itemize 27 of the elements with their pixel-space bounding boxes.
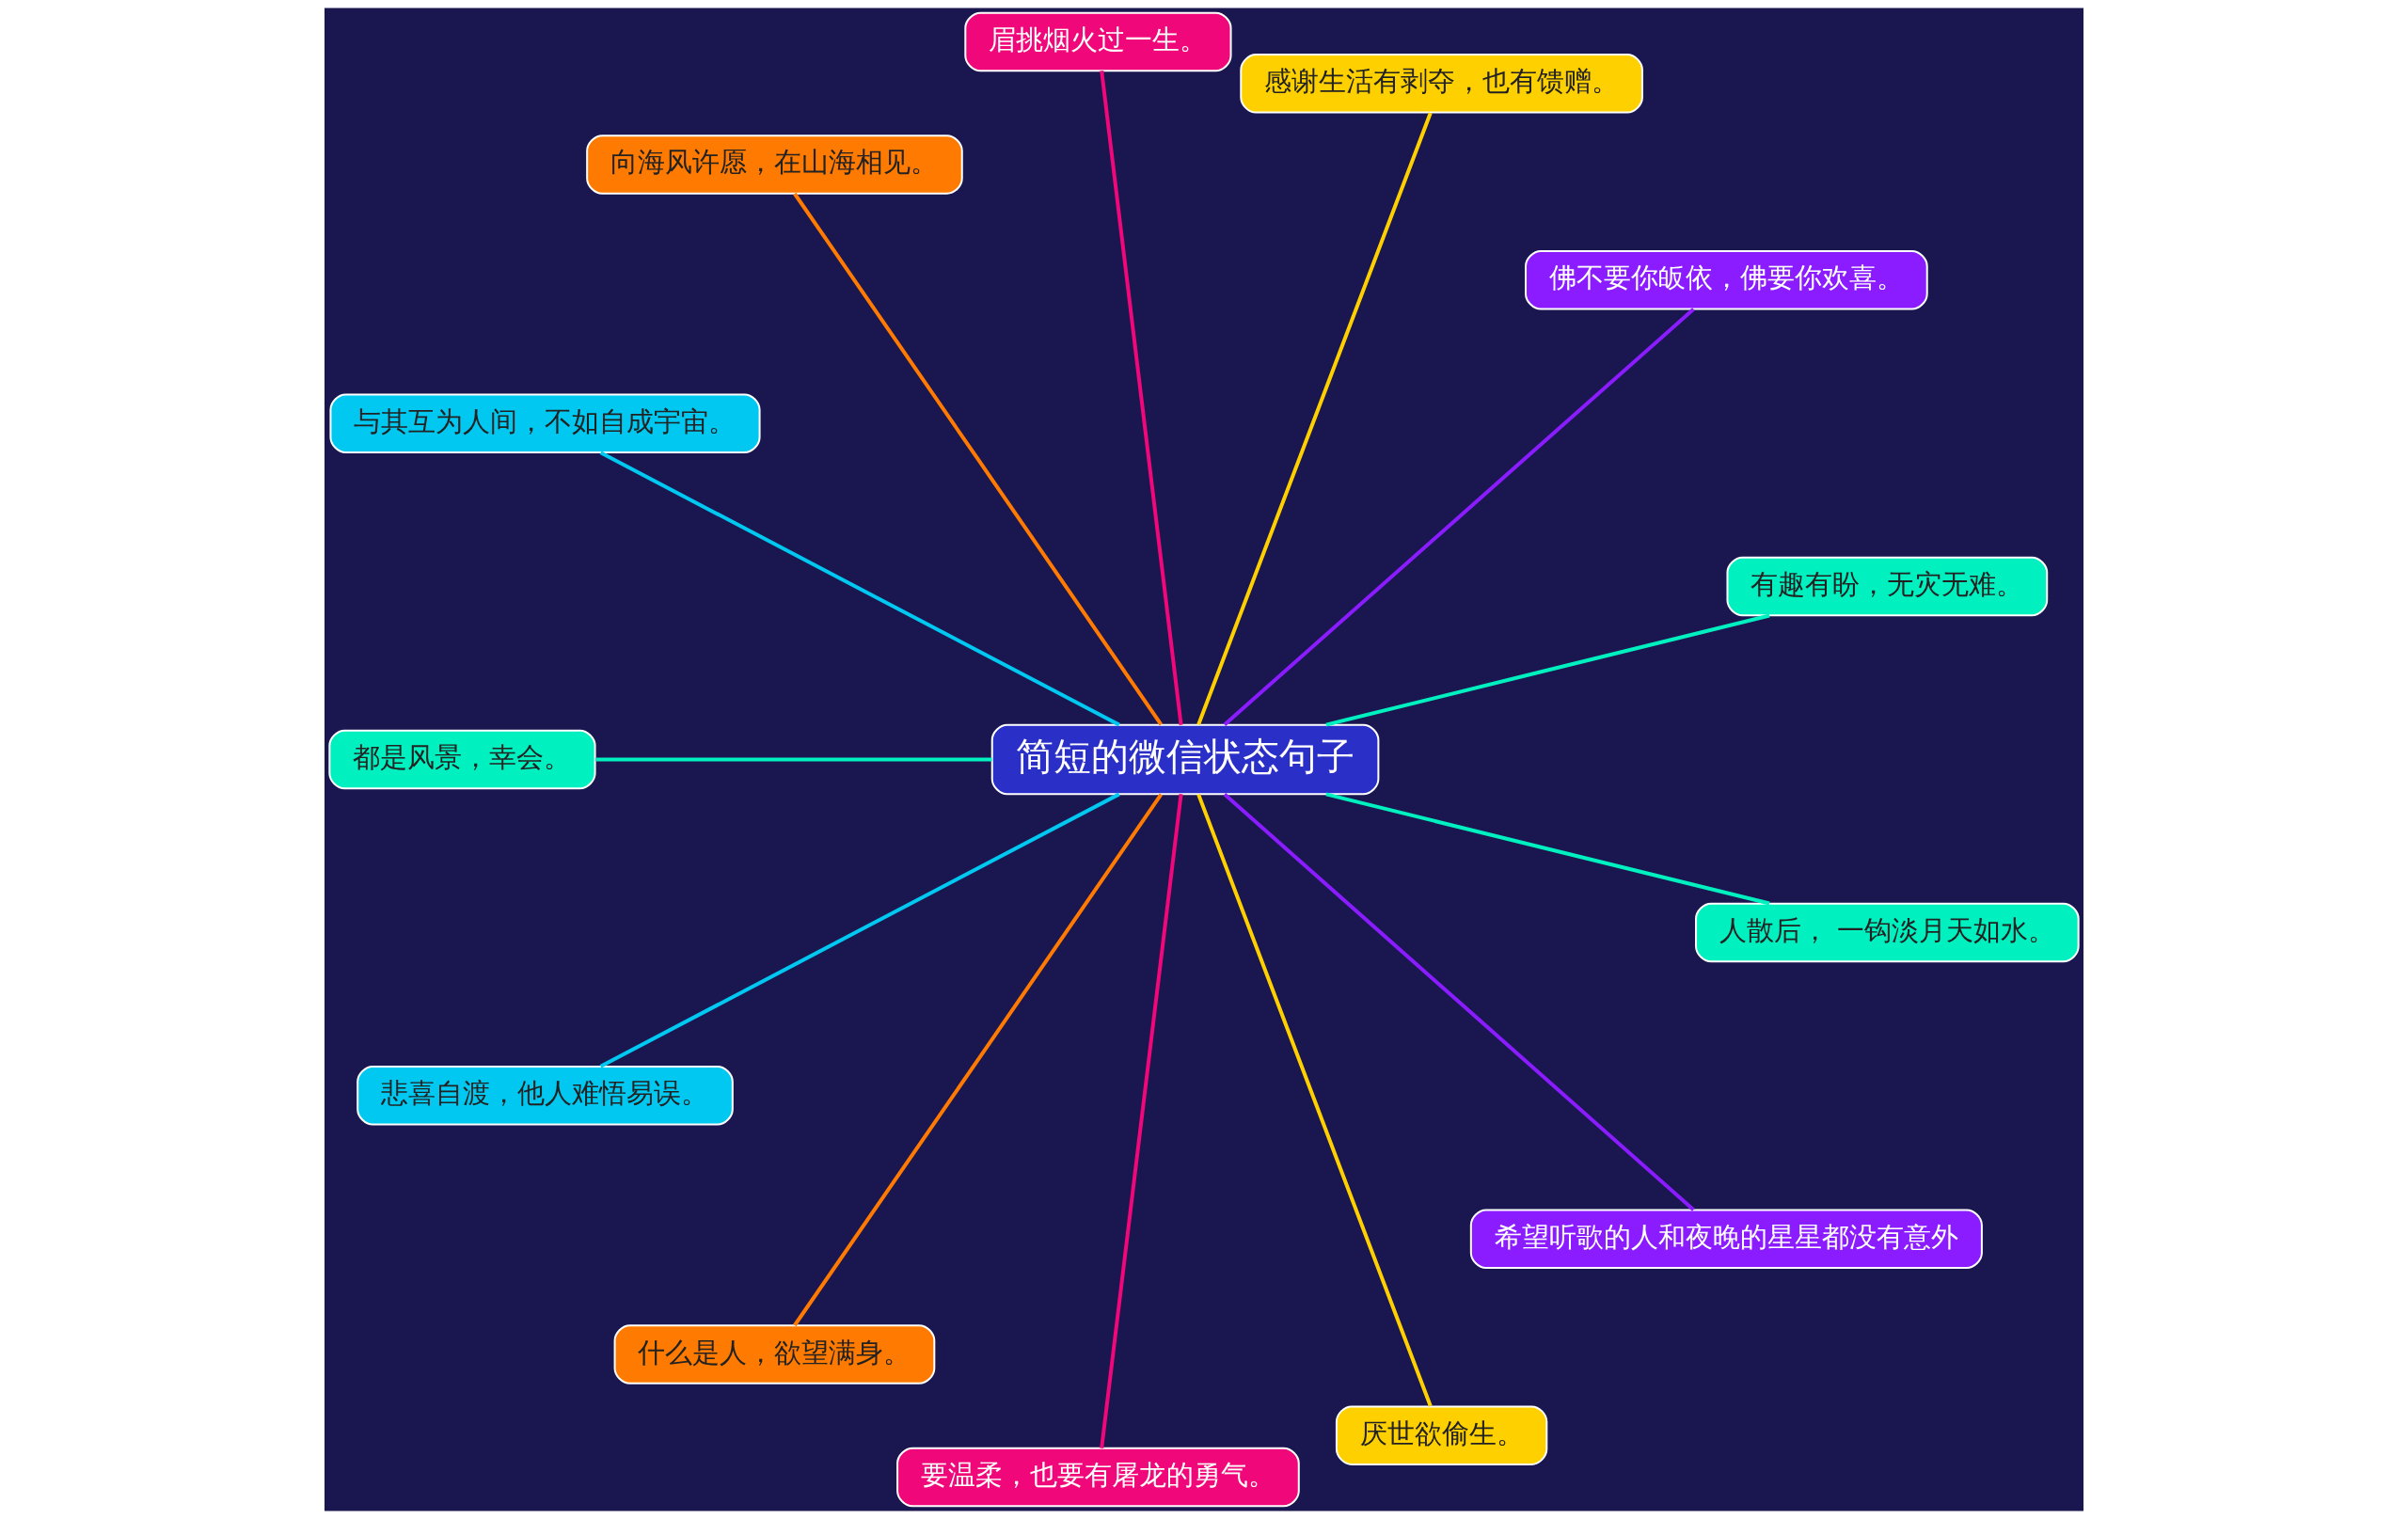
connector: [793, 793, 1164, 1327]
node-box: 厌世欲偷生。: [1335, 1405, 1548, 1465]
connector: [1325, 613, 1770, 727]
node-box: 有趣有盼，无灾无难。: [1726, 556, 2049, 617]
node-box: 希望听歌的人和夜晚的星星都没有意外: [1469, 1209, 1983, 1269]
connector: [599, 451, 1120, 727]
node-box: 什么是人，欲望满身。: [613, 1324, 936, 1385]
node-box: 与其互为人间，不如自成宇宙。: [329, 393, 761, 454]
node-box: 感谢生活有剥夺，也有馈赠。: [1240, 54, 1643, 114]
node-box: 眉挑烟火过一生。: [964, 11, 1232, 72]
connector: [595, 757, 992, 762]
node-box: 要温柔，也要有屠龙的勇气。: [896, 1447, 1300, 1508]
connector: [599, 792, 1120, 1068]
node-box: 悲喜自渡，他人难悟易误。: [356, 1065, 734, 1126]
connector: [1196, 112, 1433, 726]
node-box: 佛不要你皈依，佛要你欢喜。: [1525, 250, 1928, 310]
connector: [1223, 793, 1695, 1211]
node-box: 都是风景，幸会。: [328, 729, 596, 790]
connector: [1223, 308, 1695, 726]
node-box: 简短的微信状态句子: [990, 723, 1380, 796]
connector: [1100, 71, 1183, 725]
connector: [793, 192, 1164, 726]
node-box: 向海风许愿，在山海相见。: [586, 134, 963, 195]
connector: [1325, 792, 1770, 906]
connector: [1100, 794, 1183, 1448]
connector: [1196, 793, 1433, 1407]
node-box: 人散后， 一钩淡月天如水。: [1695, 902, 2080, 963]
